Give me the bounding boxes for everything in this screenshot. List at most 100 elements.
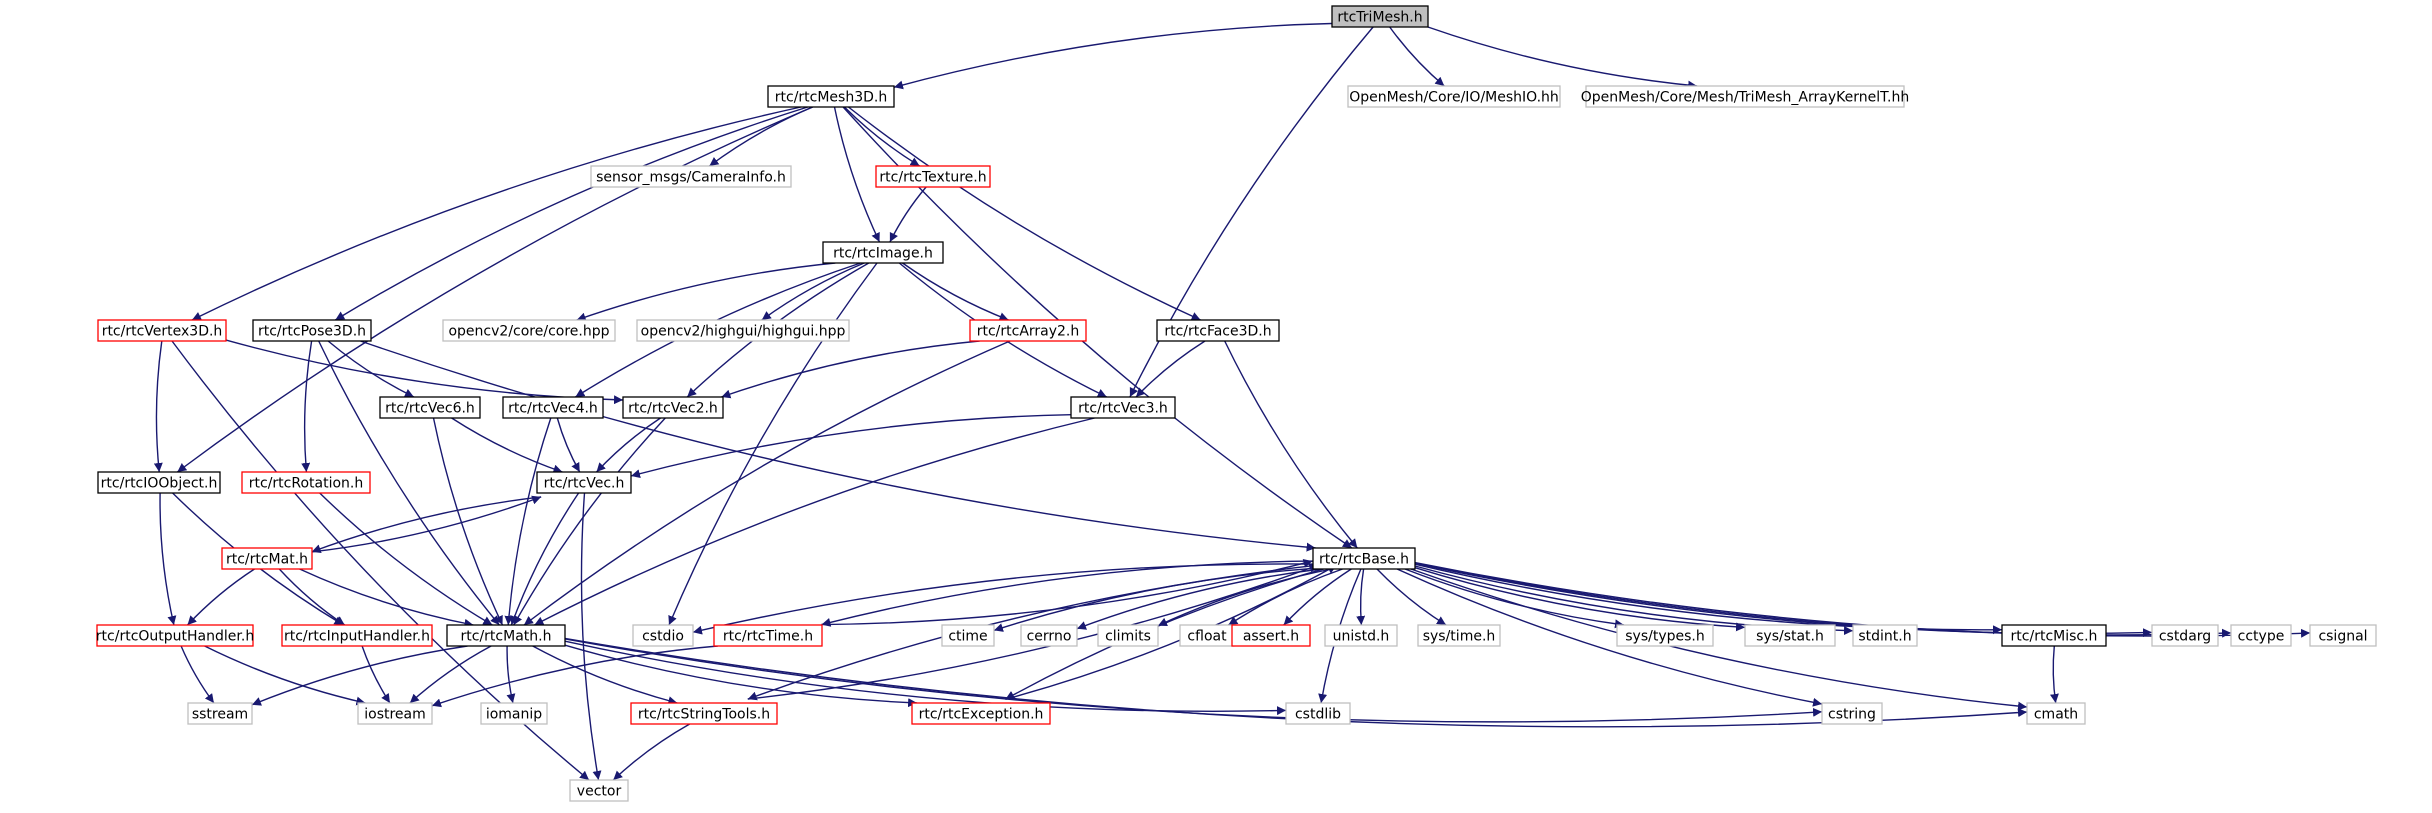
- node-rotation-box: [241, 471, 371, 494]
- node-base-label: rtc/rtcBase.h: [1319, 552, 1409, 568]
- node-sstream-label: sstream: [192, 707, 248, 723]
- edge-base-to-systime: [1376, 568, 1447, 626]
- node-cvcore-box: [442, 319, 616, 342]
- node-camerainfo: sensor_msgs/CameraInfo.h: [590, 165, 792, 188]
- edge-vec-to-mat: [311, 496, 542, 553]
- node-cvcore-label: opencv2/core/core.hpp: [448, 324, 609, 340]
- edge-vec2-to-vec: [595, 417, 661, 473]
- edge-stringtools-to-base: [747, 563, 1319, 700]
- edge-outputhandler-to-iostream: [204, 645, 366, 706]
- node-systypes-label: sys/types.h: [1625, 629, 1704, 645]
- node-csignal-label: csignal: [2318, 629, 2367, 645]
- node-exception[interactable]: rtc/rtcException.h: [911, 702, 1051, 725]
- edge-vec-to-math: [510, 492, 580, 626]
- node-vec2-box: [622, 396, 724, 419]
- node-systime-label: sys/time.h: [1423, 629, 1496, 645]
- node-iomanip-box: [480, 702, 548, 725]
- node-outputhandler[interactable]: rtc/rtcOutputHandler.h: [96, 624, 254, 647]
- node-base-box: [1312, 547, 1416, 570]
- node-face3d[interactable]: rtc/rtcFace3D.h: [1156, 319, 1280, 342]
- node-vec4[interactable]: rtc/rtcVec4.h: [502, 396, 604, 419]
- node-vector: vector: [569, 779, 629, 802]
- node-vec3-label: rtc/rtcVec3.h: [1078, 401, 1168, 417]
- node-vertex3d[interactable]: rtc/rtcVertex3D.h: [97, 319, 227, 342]
- node-systime-box: [1417, 624, 1501, 647]
- node-base[interactable]: rtc/rtcBase.h: [1312, 547, 1416, 570]
- edge-vec6-to-math: [432, 417, 504, 626]
- node-ioobject[interactable]: rtc/rtcIOObject.h: [97, 471, 221, 494]
- node-layer: rtcTriMesh.h rtc/rtcMesh3D.h OpenMesh/Core…: [96, 5, 2377, 802]
- node-csignal-box: [2309, 624, 2377, 647]
- edge-base-to-systypes: [1404, 568, 1625, 629]
- edge-base-to-exception: [1005, 564, 1337, 700]
- edge-base-to-climits: [1157, 568, 1332, 627]
- edge-time-to-iostream: [431, 645, 718, 708]
- edge-mesh3d-to-image: [833, 106, 881, 243]
- node-vec[interactable]: rtc/rtcVec.h: [536, 471, 632, 494]
- node-inputhandler-box: [281, 624, 433, 647]
- node-cstdarg-label: cstdarg: [2159, 629, 2211, 645]
- edge-mat-to-vec: [311, 495, 542, 553]
- edge-pose3d-to-vec6: [327, 340, 415, 398]
- node-cstring-label: cstring: [1828, 707, 1876, 723]
- edge-stringtools-to-vector: [612, 723, 691, 781]
- node-cctype: cctype: [2230, 624, 2292, 647]
- node-csignal: csignal: [2309, 624, 2377, 647]
- node-image-label: rtc/rtcImage.h: [833, 246, 933, 262]
- node-array2-box: [969, 319, 1087, 342]
- node-rotation[interactable]: rtc/rtcRotation.h: [241, 471, 371, 494]
- node-face3d-label: rtc/rtcFace3D.h: [1164, 324, 1271, 340]
- node-texture-label: rtc/rtcTexture.h: [879, 170, 986, 186]
- node-vec2[interactable]: rtc/rtcVec2.h: [622, 396, 724, 419]
- node-image[interactable]: rtc/rtcImage.h: [822, 241, 944, 264]
- node-stringtools-box: [630, 702, 778, 725]
- edge-image-to-cvcore: [576, 262, 836, 322]
- node-trimesh-label: rtcTriMesh.h: [1337, 10, 1422, 26]
- node-stdint-box: [1852, 624, 1918, 647]
- node-trimesh-box: [1331, 5, 1429, 28]
- edge-misc-to-cmath: [2049, 645, 2059, 704]
- node-time[interactable]: rtc/rtcTime.h: [713, 624, 823, 647]
- node-trimesh[interactable]: rtcTriMesh.h: [1331, 5, 1429, 28]
- node-stdint-label: stdint.h: [1858, 629, 1911, 645]
- node-inputhandler[interactable]: rtc/rtcInputHandler.h: [281, 624, 433, 647]
- edge-trimesh-to-vec3: [1129, 26, 1374, 398]
- node-misc-label: rtc/rtcMisc.h: [2011, 629, 2098, 645]
- node-iostream: iostream: [357, 702, 433, 725]
- node-pose3d-box: [252, 319, 372, 342]
- node-trimeshkernel: OpenMesh/Core/Mesh/TriMesh_ArrayKernelT.…: [1581, 85, 1909, 108]
- node-vec6-label: rtc/rtcVec6.h: [385, 401, 475, 417]
- edge-array2-to-math: [523, 340, 1011, 626]
- edge-mesh3d-to-pose3d: [334, 106, 808, 321]
- node-cstring-box: [1821, 702, 1883, 725]
- node-vertex3d-box: [97, 319, 227, 342]
- node-misc-box: [2001, 624, 2107, 647]
- node-meshio: OpenMesh/Core/IO/MeshIO.hh: [1347, 85, 1561, 108]
- node-sysstat: sys/stat.h: [1744, 624, 1836, 647]
- edge-vertex3d-to-ioobject: [153, 340, 163, 473]
- edge-math-to-cstdlib: [564, 640, 1287, 716]
- node-array2[interactable]: rtc/rtcArray2.h: [969, 319, 1087, 342]
- edge-mesh3d-to-vertex3d: [191, 106, 802, 321]
- node-pose3d[interactable]: rtc/rtcPose3D.h: [252, 319, 372, 342]
- node-ioobject-box: [97, 471, 221, 494]
- node-misc[interactable]: rtc/rtcMisc.h: [2001, 624, 2107, 647]
- edge-vec2-to-math: [513, 417, 666, 626]
- node-array2-label: rtc/rtcArray2.h: [977, 324, 1080, 340]
- node-texture[interactable]: rtc/rtcTexture.h: [875, 165, 991, 188]
- node-cerrno-label: cerrno: [1027, 629, 1072, 645]
- node-assert[interactable]: assert.h: [1231, 624, 1311, 647]
- edge-vec3-to-vec: [630, 414, 1072, 479]
- edge-inputhandler-to-iostream: [361, 645, 391, 704]
- node-unistd: unistd.h: [1324, 624, 1398, 647]
- node-stringtools[interactable]: rtc/rtcStringTools.h: [630, 702, 778, 725]
- edge-exception-to-base: [1005, 564, 1337, 700]
- node-math[interactable]: rtc/rtcMath.h: [446, 624, 566, 647]
- node-vec3[interactable]: rtc/rtcVec3.h: [1070, 396, 1176, 419]
- node-vec6[interactable]: rtc/rtcVec6.h: [379, 396, 481, 419]
- node-mesh3d[interactable]: rtc/rtcMesh3D.h: [767, 85, 895, 108]
- node-mat[interactable]: rtc/rtcMat.h: [221, 547, 313, 570]
- edge-trimesh-to-mesh3d: [893, 22, 1333, 90]
- node-cstdlib-box: [1285, 702, 1351, 725]
- edge-outputhandler-to-sstream: [180, 645, 215, 704]
